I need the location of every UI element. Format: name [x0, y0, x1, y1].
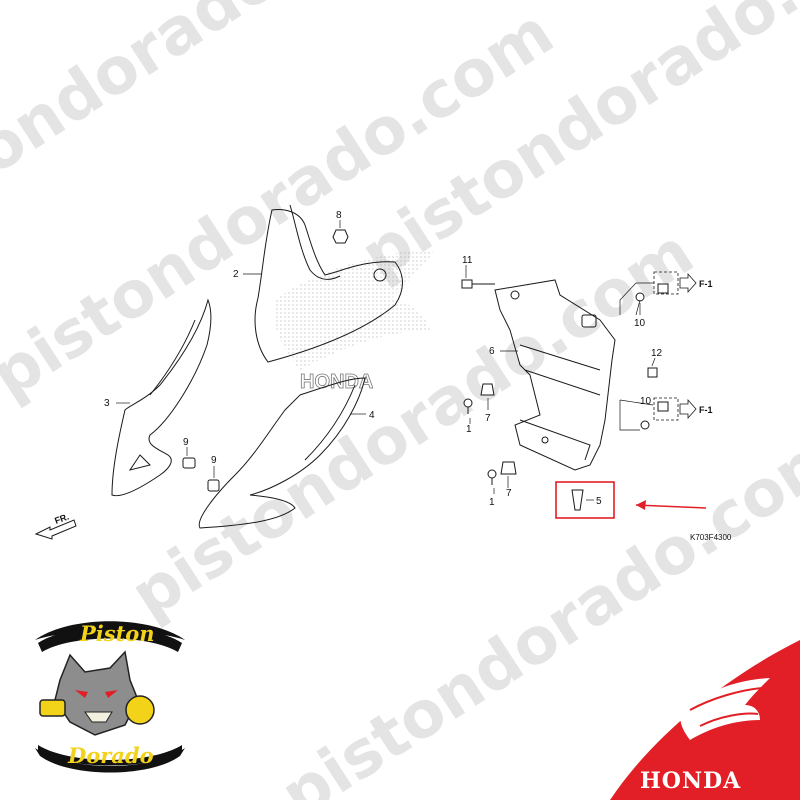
clip-9b — [207, 479, 220, 492]
wolf-mascot — [39, 650, 155, 736]
bolt-10a — [657, 283, 669, 294]
callout-10a: 10 — [634, 318, 646, 329]
callout-2: 2 — [233, 269, 239, 280]
front-arrow-icon: FR. — [34, 512, 77, 540]
ref-box-top — [653, 271, 679, 295]
callout-1a: 1 — [466, 424, 472, 435]
red-pointer-arrow-icon — [635, 500, 707, 510]
clip-5 — [571, 489, 584, 511]
ref-label-bottom: F-1 — [699, 405, 713, 415]
part-upper-cowl — [254, 204, 403, 363]
ref-arrow-top-icon — [679, 272, 697, 294]
highlight-box-part-5 — [555, 481, 615, 519]
callout-7a: 7 — [485, 413, 491, 424]
washer-10b — [640, 420, 650, 430]
ref-box-bottom — [653, 397, 679, 421]
background-honda-wing: HONDA — [274, 250, 435, 393]
callout-8: 8 — [336, 210, 342, 221]
bolt-11 — [461, 279, 495, 289]
callout-12: 12 — [651, 348, 663, 359]
callout-10b: 10 — [640, 396, 652, 407]
logo-bottom-text: Dorado — [67, 743, 154, 768]
callout-1b: 1 — [489, 497, 495, 508]
screw-1b — [487, 469, 497, 485]
honda-brand-text: HONDA — [640, 768, 741, 794]
callout-5: 5 — [596, 496, 602, 507]
bolt-12 — [647, 367, 658, 378]
clip-9a — [182, 457, 196, 469]
part-bracket — [494, 279, 616, 471]
leader-lines — [116, 220, 656, 494]
ref-arrow-bottom-icon — [679, 398, 697, 420]
callout-7b: 7 — [506, 488, 512, 499]
callout-4: 4 — [369, 410, 375, 421]
honda-badge: HONDA — [610, 640, 800, 800]
callout-11: 11 — [462, 255, 473, 266]
background-honda-text: HONDA — [300, 371, 373, 393]
ref-boxes — [653, 271, 697, 421]
grommet-7b — [500, 461, 517, 475]
callout-6: 6 — [489, 346, 495, 357]
ref-label-top: F-1 — [699, 279, 713, 289]
part-right-cover — [198, 377, 366, 529]
washer-10a — [635, 292, 645, 302]
nut-8 — [332, 229, 349, 244]
diagram-code: K703F4300 — [690, 533, 732, 542]
piston-dorado-logo: Piston Dorado — [35, 621, 185, 773]
part-left-cover — [111, 298, 212, 497]
honda-wing-icon — [680, 678, 770, 740]
hardware — [182, 229, 669, 511]
logo-top-text: Piston — [79, 621, 155, 646]
callouts: 8 2 3 4 9 9 11 6 10 12 10 1 7 1 7 5 — [104, 210, 663, 508]
bolt-10b — [657, 401, 669, 412]
screw-1a — [463, 398, 473, 414]
callout-9a: 9 — [183, 437, 189, 448]
callout-3: 3 — [104, 398, 110, 409]
callout-9b: 9 — [211, 455, 217, 466]
grommet-7a — [480, 383, 495, 396]
front-label: FR. — [53, 512, 70, 526]
